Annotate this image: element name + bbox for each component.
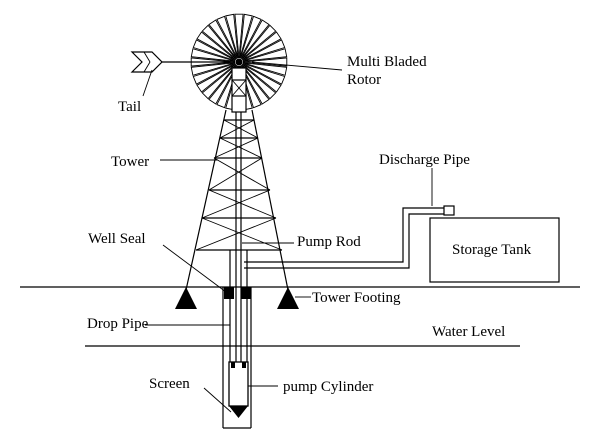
rotor-blade bbox=[196, 31, 236, 61]
screen-tip bbox=[229, 406, 248, 418]
tower-head bbox=[231, 67, 247, 113]
rotor-blade bbox=[242, 48, 288, 62]
rotor-blade bbox=[242, 62, 288, 76]
rotor-blade bbox=[192, 63, 236, 85]
drop-pipe bbox=[229, 250, 248, 362]
label-well-seal: Well Seal bbox=[88, 231, 146, 247]
discharge-pipe bbox=[244, 205, 455, 269]
well-seal bbox=[224, 287, 251, 299]
storage-tank bbox=[429, 217, 560, 283]
rotor-blade bbox=[242, 39, 286, 61]
rotor-blade bbox=[242, 63, 286, 85]
label-storage-tank: Storage Tank bbox=[452, 242, 532, 258]
label-screen: Screen bbox=[149, 376, 190, 392]
rotor-blade bbox=[234, 13, 244, 59]
rotor-blade bbox=[196, 63, 236, 93]
rotor-blade bbox=[208, 65, 238, 105]
rotor-blade bbox=[192, 39, 236, 61]
rotor-blade bbox=[241, 64, 277, 100]
label-tower-footing: Tower Footing bbox=[312, 290, 401, 306]
tail-vane bbox=[130, 51, 235, 73]
rotor-blade bbox=[190, 62, 236, 76]
rotor-blade bbox=[201, 64, 237, 100]
label-pump-rod: Pump Rod bbox=[297, 234, 361, 250]
rotor-blade bbox=[242, 63, 282, 93]
tower-footing-left bbox=[175, 287, 197, 309]
tower-frame bbox=[185, 109, 289, 291]
label-rotor-line1: Multi Bladed bbox=[347, 54, 427, 70]
rotor-blade bbox=[240, 19, 270, 59]
rotor-blade bbox=[201, 24, 237, 60]
pump-rod bbox=[235, 112, 242, 362]
pump-cylinder bbox=[228, 361, 249, 407]
rotor-blade bbox=[242, 31, 282, 61]
rotor-blade bbox=[216, 15, 238, 59]
rotor-blade bbox=[241, 24, 277, 60]
leader-lines bbox=[142, 61, 433, 413]
rotor-blade bbox=[239, 13, 253, 59]
label-water-level: Water Level bbox=[432, 324, 505, 340]
label-tower: Tower bbox=[111, 154, 149, 170]
label-discharge-pipe: Discharge Pipe bbox=[379, 152, 470, 168]
rotor-blade bbox=[208, 19, 238, 59]
rotor-blade bbox=[240, 15, 262, 59]
label-pump-cylinder: pump Cylinder bbox=[283, 379, 373, 395]
rotor-blade bbox=[225, 13, 239, 59]
label-tail: Tail bbox=[118, 99, 141, 115]
rotor-hub bbox=[235, 58, 243, 66]
rotor-blade bbox=[190, 48, 236, 62]
tower-footing-right bbox=[277, 287, 299, 309]
rotor-blade bbox=[240, 65, 270, 105]
label-drop-pipe: Drop Pipe bbox=[87, 316, 149, 332]
label-rotor-line2: Rotor bbox=[347, 72, 381, 88]
